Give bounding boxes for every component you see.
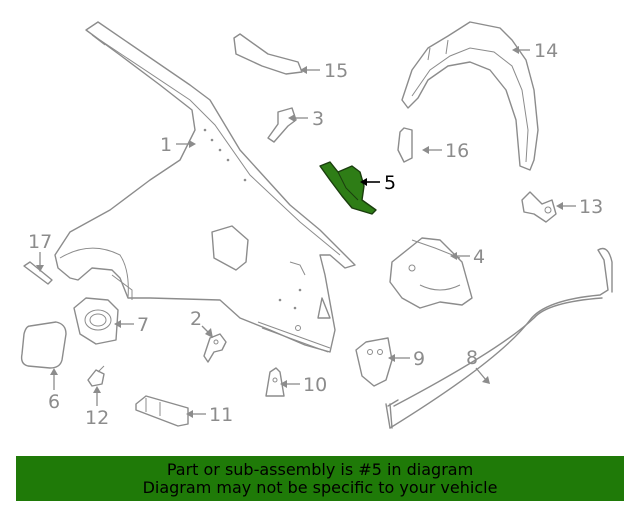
callout-6: 6 [48,391,60,413]
part-1-quarter-panel [54,21,356,353]
callout-3: 3 [312,108,324,130]
part-6-fuel-door [20,321,67,369]
callout-1: 1 [160,134,172,156]
callout-13: 13 [579,196,603,218]
part-9-bracket [355,337,393,387]
callout-14: 14 [534,40,558,62]
part-8-release-cable [385,247,613,429]
info-banner: Part or sub-assembly is #5 in diagram Di… [16,456,624,501]
callout-15: 15 [324,60,348,82]
callout-4: 4 [473,246,485,268]
part-3-bracket [267,107,297,143]
part-11-tray [135,395,189,427]
part-10-bracket [265,367,285,397]
callout-7: 7 [137,314,149,336]
part-13-bracket [521,191,557,223]
banner-line-2: Diagram may not be specific to your vehi… [142,477,498,497]
part-12-clip [87,365,105,387]
callout-8: 8 [466,347,478,369]
callout-16: 16 [445,140,469,162]
part-5-highlighted [319,161,377,215]
part-14-wheelhouse-liner [401,21,539,171]
callout-10: 10 [303,374,327,396]
part-17-clip [23,261,53,285]
callout-12: 12 [85,407,109,429]
callout-5: 5 [384,172,396,194]
part-2-bracket [203,333,227,363]
banner-line-1: Part or sub-assembly is #5 in diagram [166,459,474,479]
callout-17: 17 [28,231,52,253]
leader-lines [36,46,576,418]
parts-diagram: 1 2 3 4 5 6 7 8 9 10 11 12 13 14 15 16 1… [20,21,613,429]
part-4-wheelhouse-panel [389,237,473,309]
callout-labels: 1 2 3 4 5 6 7 8 9 10 11 12 13 14 15 16 1… [28,40,603,429]
part-15-trim [233,33,303,75]
callout-9: 9 [413,348,425,370]
callout-2: 2 [190,308,202,330]
part-16-bracket [397,127,413,163]
part-7-fuel-housing [73,297,119,345]
callout-11: 11 [209,404,233,426]
